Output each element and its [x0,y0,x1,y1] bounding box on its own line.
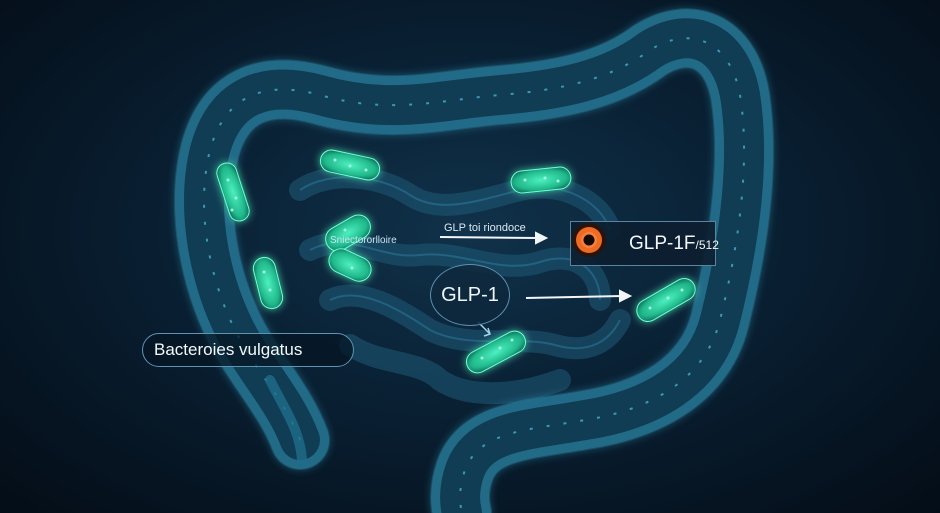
bacteria-name-label: Bacteroies vulgatus [142,333,354,367]
bacteria-group [216,149,696,374]
bacterium [252,256,284,310]
bacterium [325,214,371,252]
receptor-box: GLP-1F/512 [570,221,719,266]
arrow-to-receptor [525,289,633,303]
bacterium [216,162,250,222]
orange-ring-icon [572,223,606,257]
colon [174,8,775,513]
flow-annotation: GLP toi riondoce [444,222,526,234]
receptor-sub-text: /512 [695,238,719,252]
receptor-main-text: GLP-1F [629,233,696,254]
cell-annotation: Sniectororlloire [330,235,397,246]
bacterium [636,278,696,322]
glp1-bubble: GLP-1 [430,264,510,326]
receptor-label: GLP-1F/512 [629,233,719,255]
bacterium [510,166,572,194]
arrow-flow [439,231,549,245]
bacterium [465,330,527,374]
bacterium [328,248,372,282]
